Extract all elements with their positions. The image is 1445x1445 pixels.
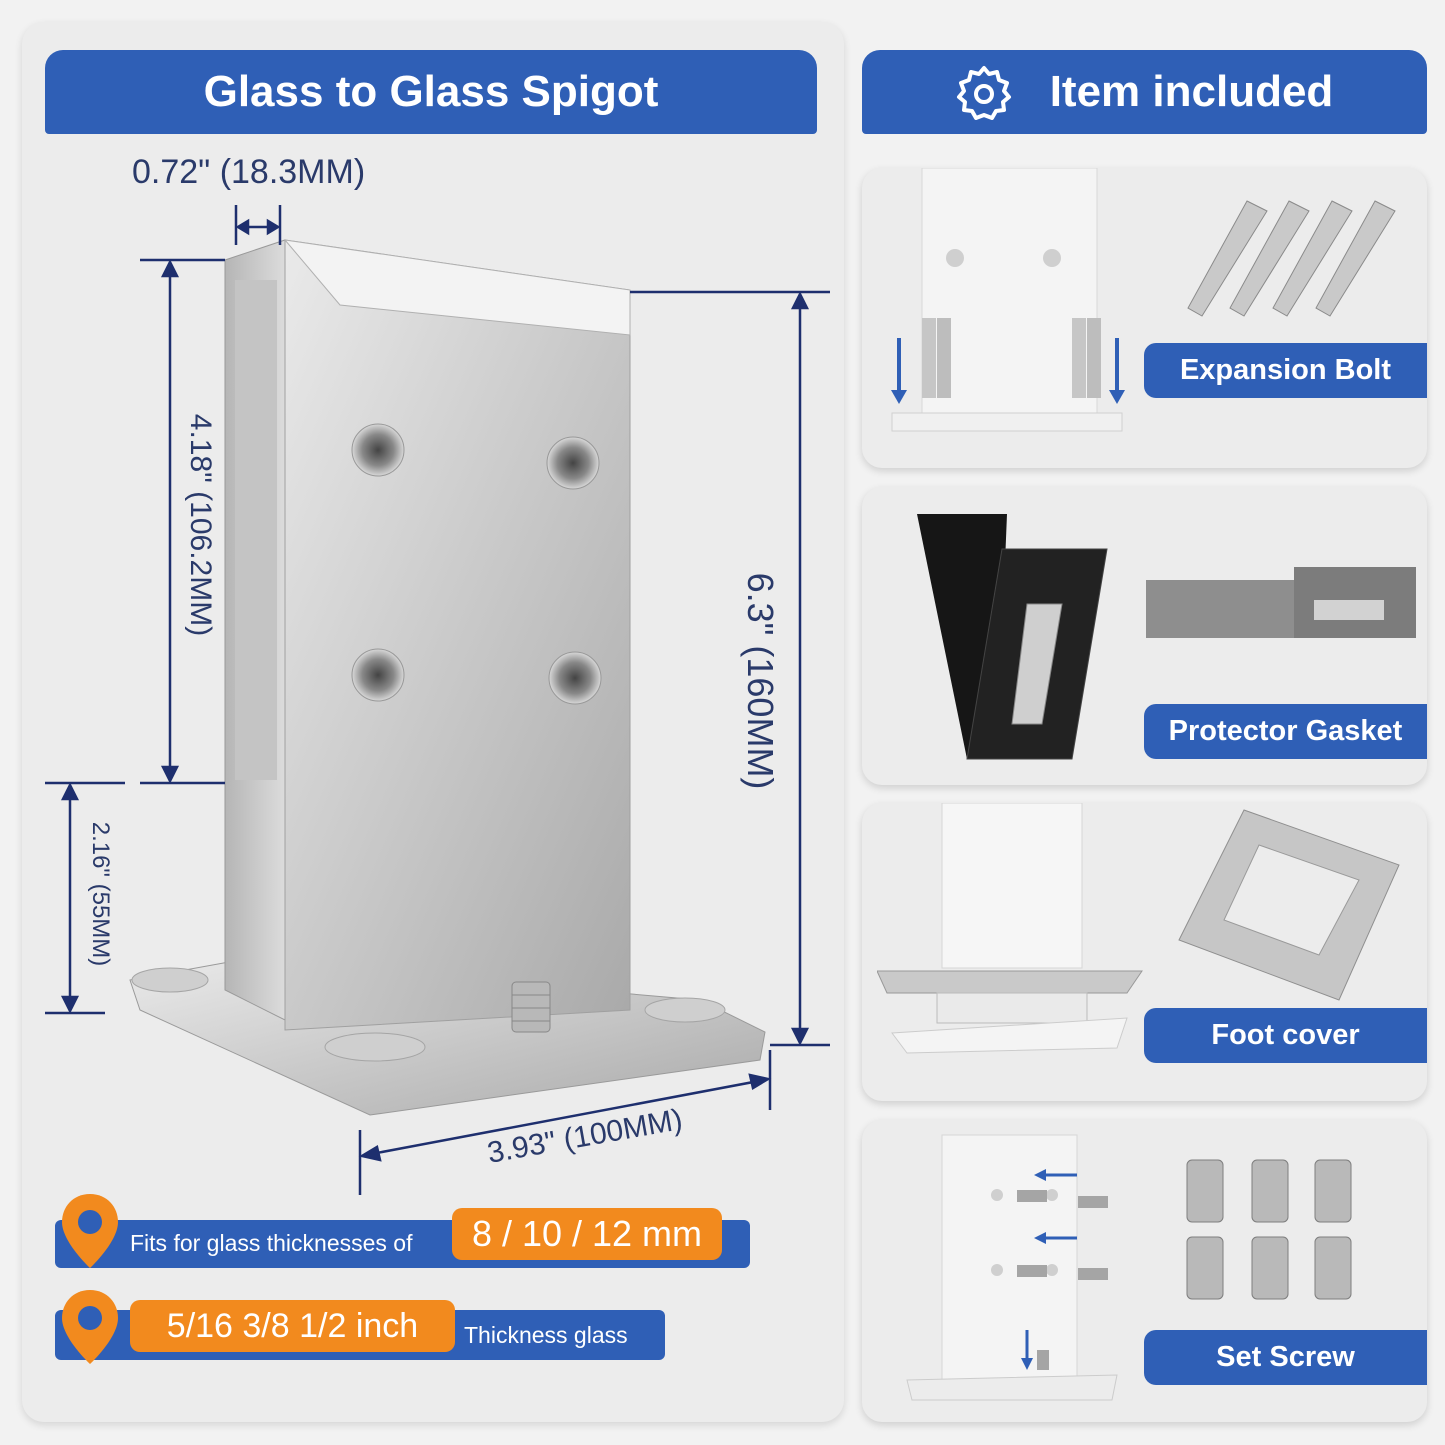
location-pin-icon — [62, 1290, 118, 1364]
item-card-foot-cover: Foot cover — [862, 803, 1427, 1101]
location-pin-icon — [62, 1194, 118, 1268]
items-included-header: Item included — [862, 50, 1427, 134]
total-height-dimension: 6.3" (160MM) — [740, 572, 781, 790]
item-label-set-screw: Set Screw — [1144, 1330, 1427, 1385]
item-card-set-screw: Set Screw — [862, 1120, 1427, 1422]
foot-cover-installed-image — [877, 803, 1143, 1054]
set-screw-installation-image — [906, 1134, 1118, 1401]
arrow-down-icon — [891, 390, 907, 404]
inch-value-badge: 5/16 3/8 1/2 inch — [130, 1300, 455, 1352]
arrow-left-icon — [1034, 1169, 1046, 1181]
gear-icon — [956, 66, 1011, 120]
items-header-label: Item included — [1049, 67, 1334, 116]
item-card-expansion-bolt: Expansion Bolt — [862, 168, 1427, 468]
fits-label: Fits for glass thicknesses of — [130, 1230, 413, 1256]
inch-label: Thickness glass — [464, 1322, 628, 1348]
item-label-protector-gasket: Protector Gasket — [1144, 704, 1427, 759]
foot-cover-image — [1178, 809, 1400, 1001]
expansion-bolts-image — [1187, 200, 1396, 317]
base-height-dimension: 2.16" (55MM) — [87, 821, 114, 967]
thickness-dimension: 0.72" (18.3MM) — [132, 153, 366, 191]
item-label-expansion-bolt: Expansion Bolt — [1144, 343, 1427, 398]
upper-height-dimension: 4.18" (106.2MM) — [184, 413, 217, 637]
bolt-installation-illustration — [891, 168, 1125, 432]
page-title: Glass to Glass Spigot — [45, 50, 817, 134]
gasket-grey-image — [1146, 567, 1416, 638]
gasket-black-image — [917, 514, 1108, 760]
item-card-protector-gasket: Protector Gasket — [862, 487, 1427, 785]
spigot-illustration — [129, 239, 766, 1116]
item-label-foot-cover: Foot cover — [1144, 1008, 1427, 1063]
fits-value-badge: 8 / 10 / 12 mm — [452, 1208, 722, 1260]
set-screws-image — [1186, 1159, 1352, 1300]
